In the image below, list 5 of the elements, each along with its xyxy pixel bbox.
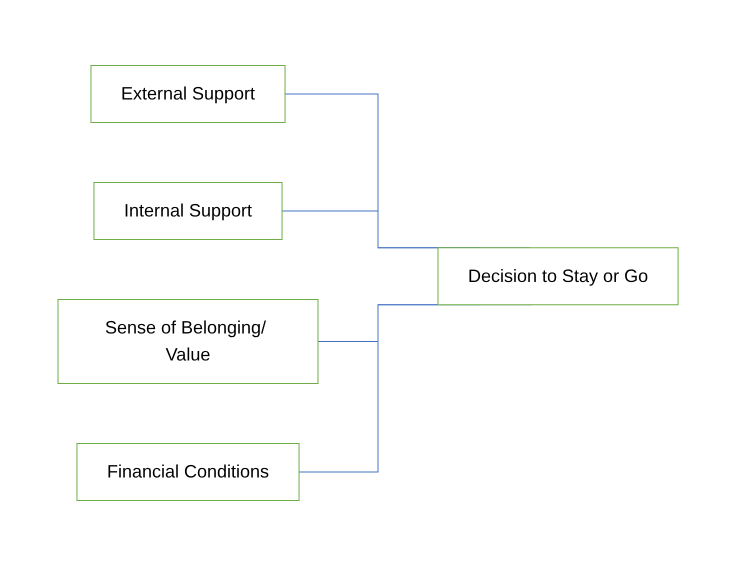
node-box: External Support — [90, 65, 286, 123]
node-box: Financial Conditions — [76, 443, 300, 501]
node-box: Decision to Stay or Go — [438, 247, 680, 306]
node-box: Sense of Belonging/ Value — [58, 299, 319, 384]
node-box: Internal Support — [94, 182, 283, 240]
